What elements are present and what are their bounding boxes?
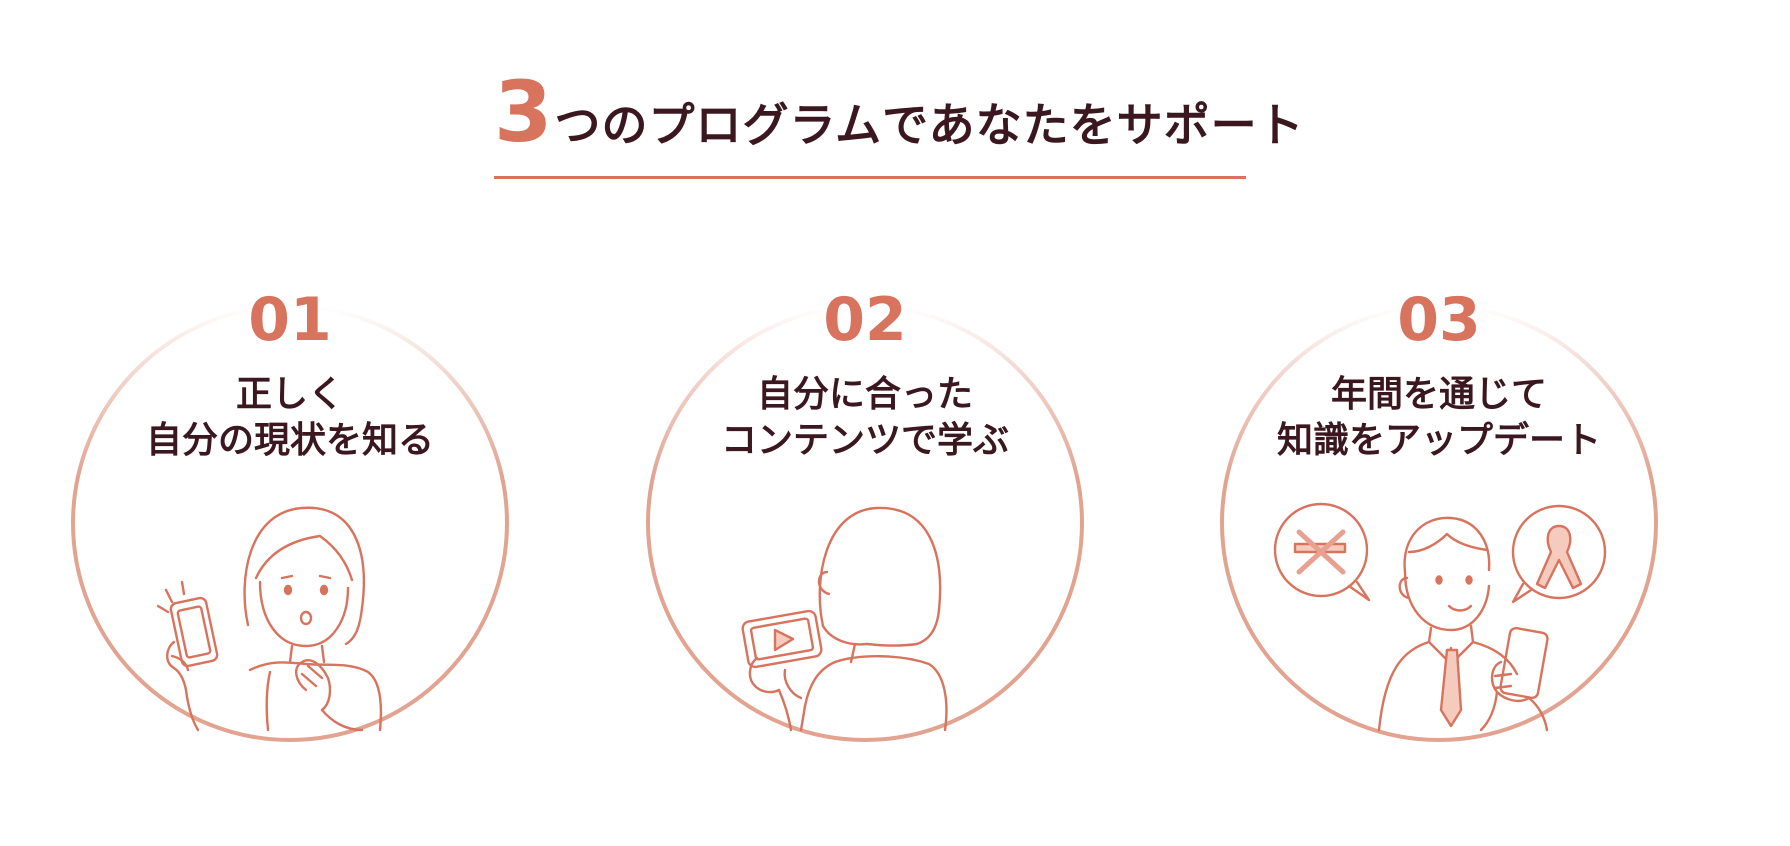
headline-number: 3	[494, 63, 553, 161]
man-smartphone-illustration	[1273, 502, 1607, 732]
headline-underline	[494, 176, 1246, 179]
program-card-2: 02 自分に合った コンテンツで学ぶ	[645, 290, 1085, 750]
woman-tablet-illustration	[741, 506, 948, 732]
program-number: 02	[823, 285, 907, 355]
card-ring	[646, 304, 1084, 742]
awareness-ribbon-icon	[1511, 504, 1607, 604]
program-title-line2: コンテンツで学ぶ	[720, 420, 1009, 461]
headline-label: つのプログラムであなたをサポート	[554, 98, 1305, 152]
no-smoking-bubble-icon	[1273, 502, 1371, 602]
program-number: 03	[1397, 285, 1481, 355]
headline-text: 3つのプログラムであなたをサポート	[494, 70, 1305, 155]
program-title-line1: 自分に合った	[756, 374, 973, 415]
section-headline: 3つのプログラムであなたをサポート	[494, 70, 1304, 180]
program-title: 年間を通じて 知識をアップデート	[1219, 372, 1659, 464]
card-ring	[71, 304, 509, 742]
card-ring	[1220, 304, 1658, 742]
program-card-1: 01 正しく 自分の現状を知る	[70, 290, 510, 750]
woman-surprised-illustration	[156, 506, 383, 732]
program-title: 自分に合った コンテンツで学ぶ	[645, 372, 1085, 464]
program-title-line1: 年間を通じて	[1330, 374, 1547, 415]
program-title-line2: 知識をアップデート	[1276, 420, 1601, 461]
program-card-3: 03 年間を通じて 知識をアップデート	[1219, 290, 1659, 750]
program-number: 01	[248, 285, 332, 355]
program-title-line2: 自分の現状を知る	[145, 420, 434, 461]
program-title-line1: 正しく	[235, 374, 344, 415]
program-title: 正しく 自分の現状を知る	[70, 372, 510, 464]
